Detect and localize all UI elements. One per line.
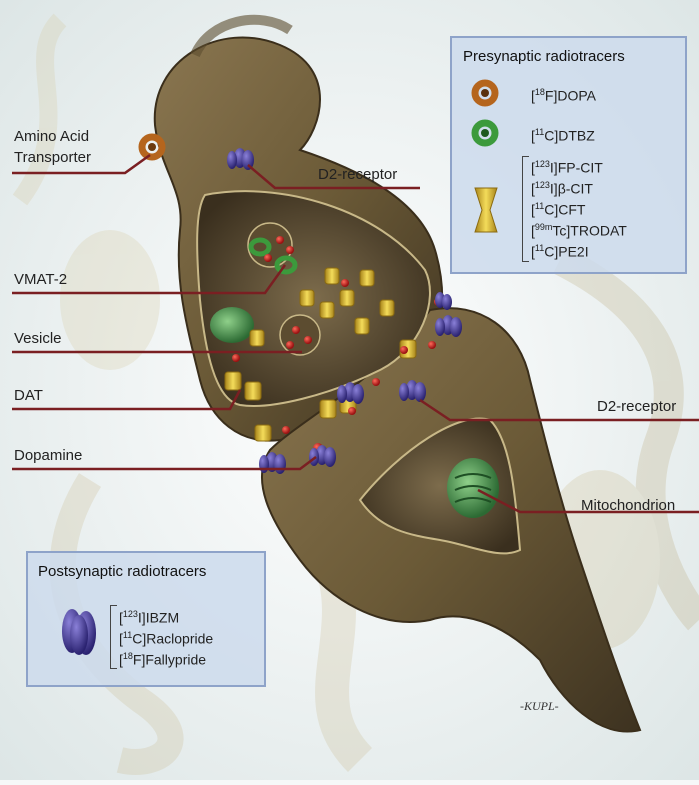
dtbz-ring-icon	[470, 118, 500, 148]
dat-cylinder-icon	[473, 186, 499, 234]
dat-tracer-bracket	[522, 156, 529, 262]
dopa-ring-icon	[470, 78, 500, 108]
tracer-pe2i: [11C]PE2I	[531, 238, 589, 262]
presynaptic-mitochondrion	[210, 307, 254, 343]
tracer-dopa: [18F]DOPA	[531, 82, 596, 106]
tracer-dtbz: [11C]DTBZ	[531, 122, 595, 146]
label-d2-receptor-right: D2-receptor	[597, 398, 676, 416]
label-dat: DAT	[14, 387, 43, 405]
tracer-fallypride: [18F]Fallypride	[119, 646, 206, 670]
amino-acid-transporter	[142, 137, 162, 157]
artist-signature: -KUPL-	[520, 699, 559, 713]
presynaptic-legend-title: Presynaptic radiotracers	[463, 48, 625, 65]
presynaptic-legend: Presynaptic radiotracers [18F]DOPA [11C]…	[450, 36, 687, 274]
label-transporter: Transporter	[14, 149, 91, 167]
label-dopamine: Dopamine	[14, 447, 82, 465]
label-amino-acid: Amino Acid	[14, 128, 89, 146]
label-d2-receptor-top: D2-receptor	[318, 166, 397, 184]
postsynaptic-bracket	[110, 605, 117, 669]
label-mitochondrion: Mitochondrion	[581, 497, 675, 515]
label-vmat2: VMAT-2	[14, 271, 67, 289]
d2-receptor-icon	[58, 605, 100, 663]
postsynaptic-legend: Postsynaptic radiotracers [123I]IBZM [11…	[26, 551, 266, 687]
postsynaptic-mitochondrion	[447, 458, 499, 518]
label-vesicle: Vesicle	[14, 330, 62, 348]
postsynaptic-legend-title: Postsynaptic radiotracers	[38, 563, 206, 580]
